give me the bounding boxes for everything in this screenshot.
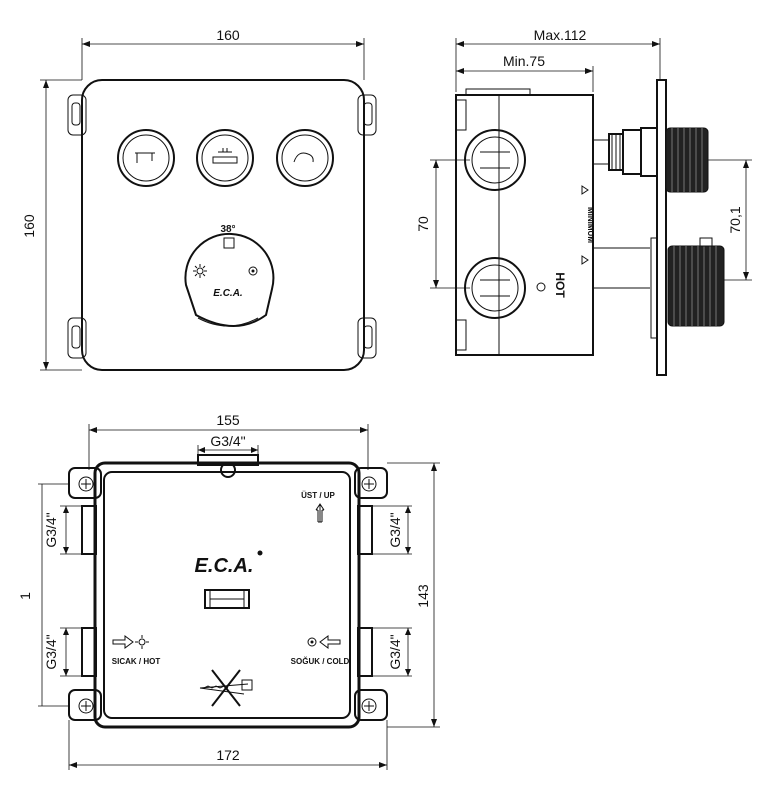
temp-label: 38° <box>220 224 235 235</box>
front-height-dimension: 160 <box>21 79 82 371</box>
up-arrow-icon <box>315 503 325 523</box>
top-port <box>197 454 259 466</box>
side-plate <box>656 79 667 376</box>
port-left-upper <box>81 505 97 555</box>
thermostat-knob: E.C.A. <box>184 232 275 327</box>
front-height-label: 160 <box>21 214 37 238</box>
bathtub-button <box>196 129 254 187</box>
bath-tap-button <box>117 129 175 187</box>
thread-label-bl: G3/4" <box>43 634 59 669</box>
port-right-lower <box>357 627 373 677</box>
side-view: Max.112 Min.75 70 MINIMUM HOT <box>415 27 752 376</box>
sun-icon <box>193 264 207 278</box>
knob-brand-logo: E.C.A. <box>213 288 242 299</box>
thread-label-tr: G3/4" <box>387 512 403 547</box>
thread-label-br: G3/4" <box>387 634 403 669</box>
front-view: 38° E.C.A. 160 160 <box>21 27 377 371</box>
knob-spacing-label: 70,1 <box>727 206 743 233</box>
knob-marker <box>223 237 235 249</box>
hot-inlet-arrow-icon <box>112 635 149 649</box>
port-right-upper <box>357 505 373 555</box>
box-lug-bottom-right <box>354 689 388 721</box>
min-depth-label: Min.75 <box>503 53 545 69</box>
box-lug-bottom-left <box>68 689 102 721</box>
box-width-label: 155 <box>216 412 240 428</box>
box-view: 155 G3/4" <box>17 412 440 770</box>
top-thread-label: G3/4" <box>210 433 245 449</box>
max-depth-label: Max.112 <box>534 27 587 43</box>
cartridge-icon <box>204 589 250 609</box>
port-left-lower <box>81 627 97 677</box>
upper-port <box>464 129 526 191</box>
thread-label-tl: G3/4" <box>43 512 59 547</box>
snowflake-icon <box>248 266 258 276</box>
box-inner <box>103 471 351 719</box>
top-knurled-knob <box>665 127 709 193</box>
brand-logo: E.C.A. <box>195 555 254 577</box>
no-cutting-icon <box>199 669 253 707</box>
front-width-label: 160 <box>216 27 240 43</box>
top-control-cartridge <box>592 127 658 177</box>
lug-bottom-right <box>357 317 377 359</box>
hand-shower-button <box>276 129 334 187</box>
bottom-knurled-knob <box>667 237 725 327</box>
minimum-text: MINIMUM <box>586 207 595 243</box>
lug-top-left <box>67 94 87 136</box>
hot-indicator <box>536 282 546 292</box>
port-spacing-label: 70 <box>415 216 431 232</box>
front-width-dimension: 160 <box>81 27 365 80</box>
hot-text: HOT <box>553 272 567 298</box>
hot-inlet-label: SICAK / HOT <box>112 657 161 666</box>
cold-inlet-label: SOĞUK / COLD <box>291 657 350 666</box>
left-overall-label: 1 <box>17 592 33 600</box>
front-plate <box>81 79 365 371</box>
cold-inlet-arrow-icon <box>307 635 341 649</box>
box-lug-top-left <box>68 467 102 499</box>
lower-port <box>464 257 526 319</box>
box-lug-top-right <box>354 467 388 499</box>
valve-body <box>455 94 594 356</box>
box-total-width-label: 172 <box>216 747 240 763</box>
lug-top-right <box>357 94 377 136</box>
lug-bottom-left <box>67 317 87 359</box>
box-height-label: 143 <box>415 584 431 608</box>
up-label: ÜST / UP <box>301 491 335 500</box>
